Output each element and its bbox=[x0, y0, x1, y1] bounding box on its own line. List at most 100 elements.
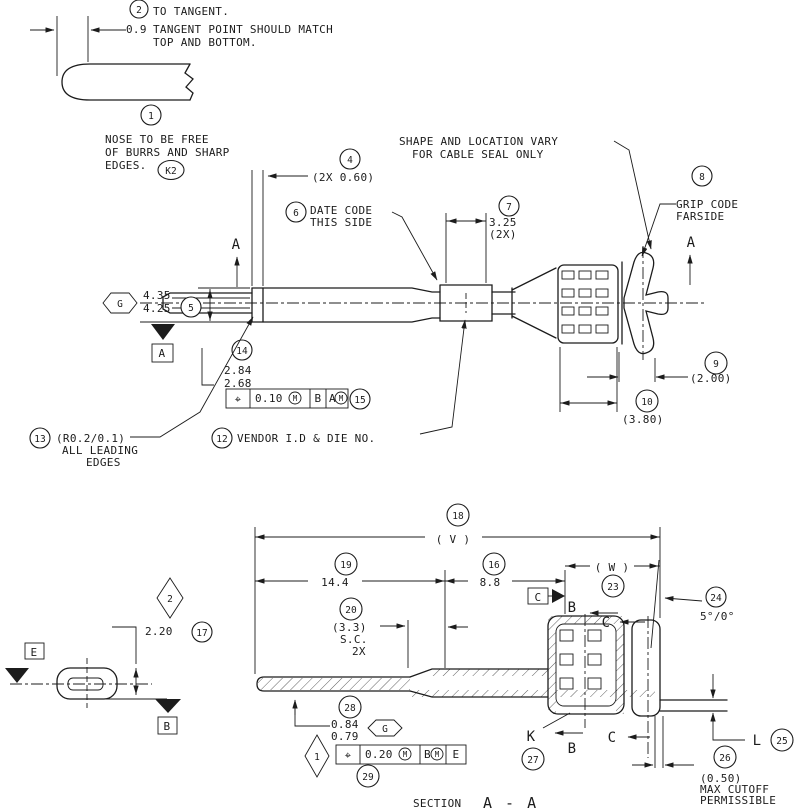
datum-c-triangle bbox=[552, 589, 565, 603]
balloon-27: 27 bbox=[527, 755, 538, 766]
fcf-upper-datum2: A bbox=[329, 392, 336, 405]
balloon-10: 10 bbox=[641, 397, 653, 408]
barrel-width-dim: (3.80) bbox=[622, 413, 664, 426]
cutoff-note-2: PERMISSIBLE bbox=[700, 794, 776, 807]
dim-angle: 24 5°/0° bbox=[664, 586, 734, 623]
balloon-13: 13 bbox=[34, 434, 45, 445]
datum-c-label: C bbox=[535, 591, 542, 604]
fcf-upper-tol-mod: M bbox=[293, 394, 298, 403]
fcf-lower-datum1: B bbox=[424, 748, 431, 761]
note-shape-vary: SHAPE AND LOCATION VARY FOR CABLE SEAL O… bbox=[399, 135, 652, 250]
balloon-15: 15 bbox=[354, 395, 365, 406]
section-title-name: A - A bbox=[483, 794, 538, 809]
section-c-top: C bbox=[602, 615, 611, 631]
thickness-max: 0.84 bbox=[331, 718, 359, 731]
seam-dim: (3.3) bbox=[332, 621, 367, 634]
height-max: 4.35 bbox=[143, 289, 171, 302]
tangent-note-3: TOP AND BOTTOM. bbox=[153, 36, 257, 49]
dim-crimp-width: ( W ) 23 bbox=[565, 561, 660, 598]
datum-e-label: E bbox=[31, 646, 38, 659]
balloon-6: 6 bbox=[293, 208, 299, 219]
section-title-label: SECTION bbox=[413, 797, 461, 809]
section-title: SECTION A - A bbox=[413, 794, 538, 809]
balloon-25: 25 bbox=[776, 736, 787, 747]
note-k: K 27 bbox=[521, 712, 571, 771]
vendor-note: VENDOR I.D & DIE NO. bbox=[237, 432, 375, 445]
dim-overall: 18 ( V ) bbox=[254, 503, 661, 674]
cutoff-value: (0.50) bbox=[700, 772, 742, 785]
note-tangent: 2 TO TANGENT. 0.9 TANGENT POINT SHOULD M… bbox=[126, 0, 333, 126]
slot-max: 2.84 bbox=[224, 364, 252, 377]
end-view: E B bbox=[5, 642, 181, 735]
hex-g-lower: G bbox=[382, 724, 388, 735]
tab-height-dim: 2.20 bbox=[145, 625, 173, 638]
thickness-min: 0.79 bbox=[331, 730, 359, 743]
balloon-17: 17 bbox=[196, 628, 207, 639]
fcf-lower-symbol: ⌖ bbox=[345, 749, 352, 762]
balloon-5: 5 bbox=[188, 303, 194, 314]
datum-b-triangle bbox=[155, 699, 181, 713]
datum-e-triangle bbox=[5, 668, 29, 683]
note-vendor: 12 VENDOR I.D & DIE NO. bbox=[211, 319, 467, 449]
nose-note-3: EDGES. bbox=[105, 159, 147, 172]
datum-c-flag: C bbox=[527, 587, 565, 605]
diamond-2-label: 2 bbox=[167, 594, 173, 605]
dim-wing-width: 9 (2.00) bbox=[587, 351, 732, 385]
balloon-4: 4 bbox=[347, 155, 353, 166]
datum-b-label: B bbox=[164, 720, 171, 733]
wing-width-dim: (2.00) bbox=[690, 372, 732, 385]
grip-note-2: FARSIDE bbox=[676, 210, 724, 223]
section-serration-windows bbox=[559, 629, 602, 690]
section-a-indicators: A A bbox=[232, 235, 696, 287]
l-letter: L bbox=[753, 733, 762, 749]
k-letter: K bbox=[527, 729, 536, 745]
dim-cutoff: 26 (0.50) MAX CUTOFF PERMISSIBLE bbox=[632, 716, 776, 807]
grip-note-1: GRIP CODE bbox=[676, 198, 738, 211]
fcf-lower-datum1-mod: M bbox=[435, 750, 440, 759]
balloon-18: 18 bbox=[452, 511, 464, 522]
note-date-code: 6 DATE CODE THIS SIDE bbox=[285, 201, 438, 281]
shape-note-1: SHAPE AND LOCATION VARY bbox=[399, 135, 558, 148]
fcf-lower-tol: 0.20 bbox=[365, 748, 393, 761]
section-a-letter-right: A bbox=[687, 235, 696, 251]
tangent-dim: 0.9 bbox=[126, 23, 147, 36]
balloon-7: 7 bbox=[506, 202, 512, 213]
blade-len-dim: 14.4 bbox=[321, 576, 349, 589]
band-width-dim: 3.25 bbox=[489, 216, 517, 229]
dim-band: 7 3.25 (2X) bbox=[445, 195, 520, 283]
fcf-upper-tol: 0.10 bbox=[255, 392, 283, 405]
mid-len-dim: 8.8 bbox=[480, 576, 501, 589]
balloon-26: 26 bbox=[719, 753, 731, 764]
fcf-upper-symbol: ⌖ bbox=[235, 393, 242, 406]
balloon-16: 16 bbox=[488, 560, 500, 571]
dim-height: G 4.35 4.25 5 bbox=[102, 287, 250, 323]
fcf-upper-datum1: B bbox=[315, 392, 322, 405]
band-2x: (2X) bbox=[489, 228, 517, 241]
nose-detail-view bbox=[30, 16, 194, 101]
shape-note-2: FOR CABLE SEAL ONLY bbox=[412, 148, 544, 161]
overall-dim: ( V ) bbox=[436, 533, 471, 546]
note-grip-code: 8 GRIP CODE FARSIDE bbox=[641, 165, 738, 257]
seam-sc: S.C. bbox=[340, 633, 368, 646]
nose-note-2: OF BURRS AND SHARP bbox=[105, 146, 230, 159]
serration-windows bbox=[561, 270, 609, 334]
balloon-1: 1 bbox=[148, 111, 154, 122]
fcf-upper: ⌖ 0.10 M B A M 15 bbox=[225, 388, 371, 410]
seam-2x: 2X bbox=[352, 645, 366, 658]
dim-barrel-width: 10 (3.80) bbox=[559, 347, 664, 426]
tangent-note-2: TANGENT POINT SHOULD MATCH bbox=[153, 23, 333, 36]
balloon-24: 24 bbox=[710, 593, 722, 604]
date-note-1: DATE CODE bbox=[310, 204, 372, 217]
slot-min: 2.68 bbox=[224, 377, 252, 390]
balloon-20: 20 bbox=[345, 605, 357, 616]
fcf-lower: 1 ⌖ 0.20 M B M E 29 bbox=[304, 734, 467, 788]
section-c-bottom: C bbox=[608, 730, 617, 746]
section-b-bottom: B bbox=[568, 741, 577, 757]
height-min: 4.25 bbox=[143, 302, 171, 315]
fcf-lower-datum2: E bbox=[453, 748, 460, 761]
note-leading-edges: 13 (R0.2/0.1) ALL LEADING EDGES bbox=[29, 316, 254, 469]
note-nose: NOSE TO BE FREE OF BURRS AND SHARP EDGES… bbox=[105, 133, 230, 181]
balloon-12: 12 bbox=[216, 434, 227, 445]
balloon-k2: K2 bbox=[165, 166, 176, 177]
